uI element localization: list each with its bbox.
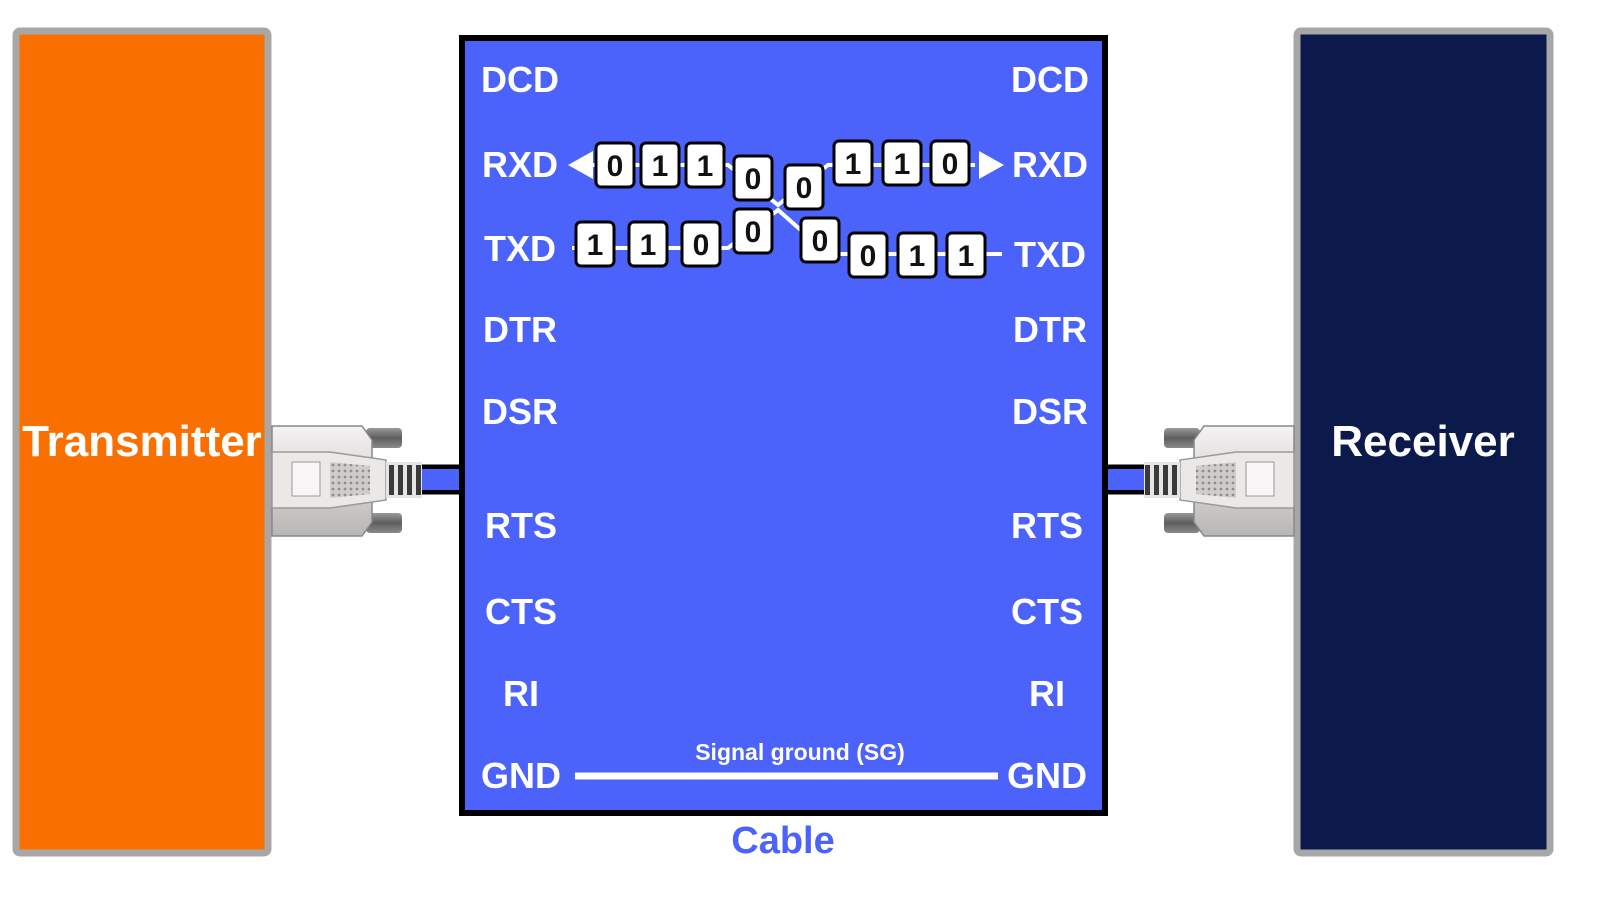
left-pin-label-rxd: RXD xyxy=(482,144,558,185)
arrow-head-icon xyxy=(979,151,1004,179)
bit-value: 0 xyxy=(860,240,877,273)
bit-value: 1 xyxy=(652,150,669,183)
right-pin-label-rts: RTS xyxy=(1011,505,1083,546)
bit-value: 0 xyxy=(745,216,762,249)
transmitter-box xyxy=(12,27,272,857)
arrow-head-icon xyxy=(568,151,593,179)
bit-box: 1 xyxy=(574,220,616,268)
bit-box: 0 xyxy=(783,163,825,211)
bit-box: 1 xyxy=(627,220,669,268)
bit-value: 1 xyxy=(640,229,657,262)
bit-box: 0 xyxy=(594,141,636,189)
receiver-label: Receiver xyxy=(1331,417,1514,466)
right-pin-label-ri: RI xyxy=(1029,673,1065,714)
left-pin-label-dsr: DSR xyxy=(482,391,558,432)
bit-value: 1 xyxy=(697,150,714,183)
left-pin-label-dtr: DTR xyxy=(483,309,557,350)
cable-panel xyxy=(459,35,1108,816)
left-pin-label-rts: RTS xyxy=(485,505,557,546)
bit-box: 0 xyxy=(799,216,841,264)
left-pin-label-cts: CTS xyxy=(485,591,557,632)
signal-ground: Signal ground (SG) xyxy=(575,739,998,780)
cable-caption: Cable xyxy=(731,820,834,862)
db9-connector-icon xyxy=(271,425,422,537)
bit-value: 0 xyxy=(693,229,710,262)
bit-value: 0 xyxy=(796,172,813,205)
bit-value: 1 xyxy=(894,148,911,181)
bit-box: 1 xyxy=(881,139,923,187)
bit-value: 1 xyxy=(587,229,604,262)
left-pin-label-ri: RI xyxy=(503,673,539,714)
bit-box: 0 xyxy=(732,154,774,202)
transmitter-device: Transmitter xyxy=(12,27,272,857)
signal-ground-label: Signal ground (SG) xyxy=(695,739,905,765)
left-pin-label-gnd: GND xyxy=(481,755,561,796)
bit-value: 1 xyxy=(909,240,926,273)
right-pin-label-dtr: DTR xyxy=(1013,309,1087,350)
bit-value: 0 xyxy=(745,163,762,196)
left-pin-labels: DCD RXD TXD DTR DSR RTS CTS RI GND xyxy=(481,59,561,796)
right-pin-label-dcd: DCD xyxy=(1011,59,1089,100)
right-pin-label-gnd: GND xyxy=(1007,755,1087,796)
right-pin-label-dsr: DSR xyxy=(1012,391,1088,432)
right-pin-labels: DCD RXD TXD DTR DSR RTS CTS RI GND xyxy=(1007,59,1089,796)
bit-box: 1 xyxy=(832,139,874,187)
bit-box: 1 xyxy=(896,231,938,279)
bit-box: 1 xyxy=(684,141,726,189)
bit-value: 1 xyxy=(845,148,862,181)
receiver-box xyxy=(1293,27,1554,857)
bit-value: 0 xyxy=(607,150,624,183)
transmitter-label: Transmitter xyxy=(22,417,262,466)
bit-box: 0 xyxy=(680,220,722,268)
receiver-device: Receiver xyxy=(1293,27,1554,857)
bit-box: 0 xyxy=(732,207,774,255)
right-pin-label-rxd: RXD xyxy=(1012,144,1088,185)
bit-value: 0 xyxy=(812,225,829,258)
left-pin-label-dcd: DCD xyxy=(481,59,559,100)
left-pin-label-txd: TXD xyxy=(484,228,556,269)
bit-box: 1 xyxy=(639,141,681,189)
right-pin-label-txd: TXD xyxy=(1014,234,1086,275)
bit-box: 1 xyxy=(945,231,987,279)
bit-value: 1 xyxy=(958,240,975,273)
right-pin-label-cts: CTS xyxy=(1011,591,1083,632)
bit-value: 0 xyxy=(942,148,959,181)
db9-connector-icon xyxy=(1144,425,1295,537)
bit-box: 0 xyxy=(929,139,971,187)
bit-box: 0 xyxy=(847,231,889,279)
